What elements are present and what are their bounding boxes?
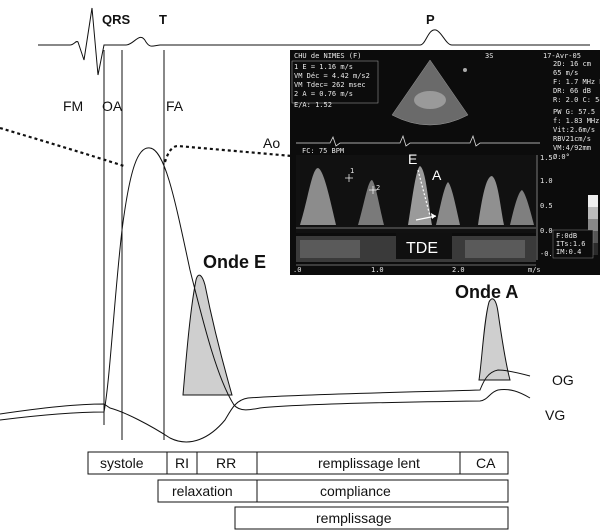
param-freq: F: 1.7 MHz H [553, 78, 600, 86]
param-angle: Ø:0° [553, 153, 570, 161]
ecg-p-label: P [426, 12, 435, 27]
y-tick: 1.5 [540, 154, 553, 162]
echo-header-date: 17-Avr-05 [543, 52, 581, 60]
echo-header-left: CHU de NIMES (F) [294, 52, 361, 60]
echo-right-params: 2D: 16 cm 65 m/s F: 1.7 MHz H DR: 66 dB … [553, 60, 600, 161]
echo-a-label: A [432, 167, 442, 183]
og-label: OG [552, 372, 574, 388]
echo-meas-4: 2 A = 0.76 m/s [294, 90, 353, 98]
fa-label: FA [166, 98, 184, 114]
oa-label: OA [102, 98, 123, 114]
y-tick: -0.5 [540, 250, 557, 258]
tde-arrowhead [431, 213, 436, 219]
ecg-qrs-label: QRS [102, 12, 131, 27]
echo-ratio: E/A: 1.52 [294, 101, 332, 109]
param-dr: DR: 66 dB [553, 87, 591, 95]
vg-label: VG [545, 407, 565, 423]
la-pressure-curve [0, 369, 531, 443]
onde-e-label: Onde E [203, 252, 266, 272]
fm-label: FM [63, 98, 83, 114]
strip-band [465, 240, 525, 258]
echo-e-label: E [408, 151, 417, 167]
phase-compliance: compliance [320, 483, 391, 499]
bottom-param: F:0dB [556, 232, 577, 240]
param-r: R: 2.0 C: 54 [553, 96, 600, 104]
echo-header-mid: 3S [485, 52, 493, 60]
phase-remplissage-lent: remplissage lent [318, 455, 420, 471]
aortic-pressure-dotted-right [163, 144, 293, 163]
echo-ecg-strip [296, 134, 540, 147]
echo-doppler-inset: CHU de NIMES (F) 3S 17-Avr-05 1 E = 1.16… [290, 50, 600, 275]
phase-remplissage: remplissage [316, 510, 392, 526]
y-tick: 0.5 [540, 202, 553, 210]
a-wave-fill [478, 298, 511, 381]
ecg-t-label: T [159, 12, 167, 27]
doppler-a-wave-1 [358, 180, 384, 225]
echo-meas-2: VM Déc = 4.42 m/s2 [294, 72, 370, 80]
marker-1: 1 [350, 167, 354, 175]
echo-meas-1: 1 E = 1.16 m/s [294, 63, 353, 71]
phase-rr: RR [216, 455, 236, 471]
param-vit: Vit:2.6m/s [553, 126, 595, 134]
strip-band [300, 240, 360, 258]
doppler-e-wave-3 [478, 176, 504, 225]
ecg-trace [38, 7, 590, 76]
phase-systole: systole [100, 455, 144, 471]
doppler-a-wave-2 [436, 182, 460, 225]
phase-ca: CA [476, 455, 496, 471]
phase-row-1 [87, 451, 509, 475]
lv-pressure-curve [0, 147, 531, 421]
param-speed: 65 m/s [553, 69, 578, 77]
phase-relaxation: relaxation [172, 483, 233, 499]
ao-label: Ao [263, 135, 280, 151]
x-unit: m/s [528, 266, 541, 274]
phase-row-3 [234, 506, 509, 530]
doppler-e-wave-1 [300, 168, 336, 225]
tde-label-bg [396, 233, 452, 259]
measurement-box [291, 60, 379, 104]
marker-2: 2 [376, 184, 380, 192]
param-vm: VM:4/92mm [553, 144, 591, 152]
echo-dot [463, 68, 467, 72]
aortic-pressure-dotted-left [0, 126, 125, 168]
y-tick: 0.0 [540, 227, 553, 235]
y-tick: 1.0 [540, 177, 553, 185]
x-tick: 1.0 [371, 266, 384, 274]
grayscale-step [588, 219, 598, 231]
phase-ri: RI [175, 455, 189, 471]
param-pw-f: f: 1.83 MHz [553, 117, 599, 125]
onde-a-label: Onde A [455, 282, 518, 302]
param-2d: 2D: 16 cm [553, 60, 591, 68]
x-tick-zero: .0 [293, 266, 301, 274]
echo-fc: FC: 75 BPM [302, 147, 344, 155]
phase-row-2 [157, 479, 509, 503]
bottom-param: IM:0.4 [556, 248, 581, 256]
param-pw: PW G: 57.5 [553, 108, 595, 116]
bottom-params-box [552, 229, 594, 259]
grayscale-step [588, 207, 598, 219]
param-rbv: RBV21cm/s [553, 135, 591, 143]
x-tick: 2.0 [452, 266, 465, 274]
bottom-param: ITs:1.6 [556, 240, 586, 248]
echo-tde-label: TDE [406, 240, 438, 257]
doppler-a-wave-3 [510, 190, 534, 225]
grayscale-step [588, 195, 598, 207]
echo-sector-detail [414, 91, 446, 109]
doppler-e-wave-2 [408, 166, 432, 225]
echo-meas-3: VM Tdec= 262 msec [294, 81, 366, 89]
